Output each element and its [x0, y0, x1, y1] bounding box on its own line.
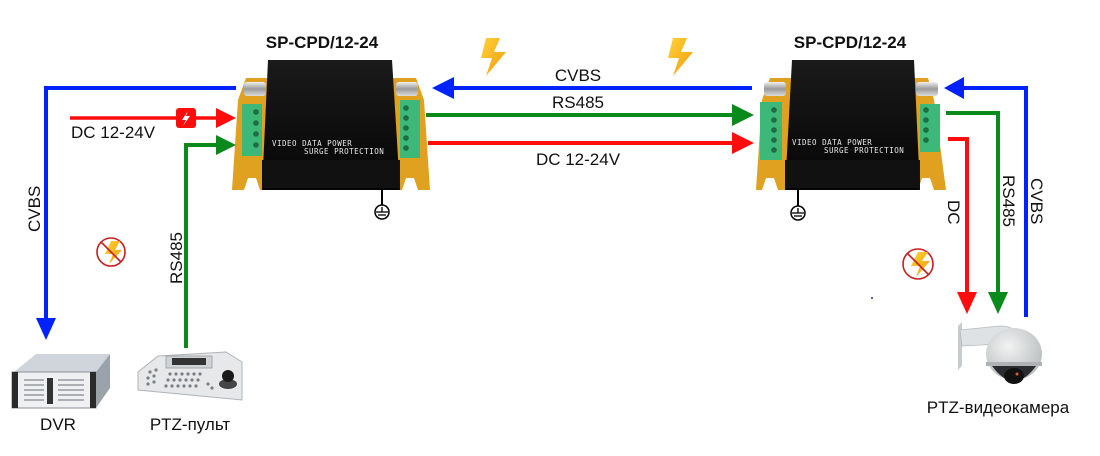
left-protector-model: SP-CPD/12-24	[266, 33, 379, 52]
line-dc-label: DC 12-24V	[536, 150, 621, 169]
left-ground-icon	[374, 190, 390, 220]
left-protector-plate-line1: VIDEO DATA POWER	[272, 139, 352, 148]
ptz-keyboard-device: PTZ-пульт	[137, 351, 243, 434]
ptz-camera-label: PTZ-видеокамера	[927, 398, 1070, 417]
left-protector-plate-line2: SURGE PROTECTION	[304, 147, 384, 156]
left-surge-protector: SP-CPD/12-24 VIDEO DATA POWER SURGE PROT…	[232, 33, 430, 220]
left-protector-terminal-in	[242, 104, 262, 156]
left-rs485-label: RS485	[167, 232, 186, 284]
line-cvbs-label: CVBS	[555, 66, 601, 85]
right-dc-arrowhead	[957, 292, 977, 314]
line-rs485-arrowhead	[732, 104, 754, 126]
right-rs485-label: RS485	[999, 175, 1018, 227]
left-rs485-arrowhead	[216, 135, 236, 155]
right-protector-body	[785, 60, 920, 190]
left-dc-wire: DC 12-24V	[70, 108, 236, 142]
dvr-device: DVR	[11, 354, 110, 434]
line-rs485-wire: RS485	[426, 93, 754, 126]
right-protector-terminal-out	[920, 104, 940, 152]
line-dc-arrowhead	[732, 132, 754, 154]
right-surge-protector: SP-CPD/12-24 VIDEO DATA POWER SURGE PROT…	[756, 33, 946, 221]
lightning-icon	[481, 38, 506, 76]
line-rs485-label: RS485	[552, 93, 604, 112]
right-ground-icon	[790, 190, 806, 221]
right-dc-label: DC	[944, 200, 963, 225]
left-protector-terminal-out	[400, 100, 420, 158]
ptz-camera-device: PTZ-видеокамера	[927, 322, 1070, 417]
right-cvbs-label: CVBS	[1027, 178, 1046, 224]
dvr-label: DVR	[40, 415, 76, 434]
ptz-keyboard-label: PTZ-пульт	[150, 415, 231, 434]
no-lightning-icon	[902, 248, 934, 280]
right-protector-model: SP-CPD/12-24	[794, 33, 907, 52]
right-protector-plate-line2: SURGE PROTECTION	[824, 146, 904, 155]
right-rs485-wire: RS485	[946, 111, 1018, 314]
line-cvbs-wire: CVBS	[432, 66, 752, 99]
right-cvbs-wire: CVBS	[944, 77, 1046, 317]
surge-fuse-icon	[176, 108, 196, 128]
right-protector-bnc-out	[916, 82, 938, 96]
right-rs485-arrowhead	[988, 292, 1008, 314]
left-rs485-wire: RS485	[167, 135, 236, 348]
no-lightning-icon	[96, 237, 126, 267]
right-dc-wire: DC	[944, 137, 977, 314]
line-dc-wire: DC 12-24V	[428, 132, 754, 169]
right-protector-bnc-in	[764, 82, 786, 96]
left-dc-arrowhead	[216, 108, 236, 128]
left-cvbs-label: CVBS	[25, 186, 44, 232]
right-protector-terminal-in	[760, 102, 782, 160]
line-cvbs-arrowhead	[432, 77, 454, 99]
left-protector-bnc-in	[244, 82, 266, 96]
left-protector-bnc-out	[396, 82, 418, 96]
stray-dot	[871, 297, 873, 299]
left-protector-body	[262, 60, 400, 190]
lightning-icon	[668, 38, 693, 76]
right-cvbs-arrowhead	[944, 77, 964, 99]
left-cvbs-arrowhead	[36, 318, 56, 340]
left-cvbs-wire: CVBS	[25, 86, 236, 340]
right-protector-plate-line1: VIDEO DATA POWER	[792, 138, 872, 147]
left-dc-label: DC 12-24V	[71, 123, 156, 142]
